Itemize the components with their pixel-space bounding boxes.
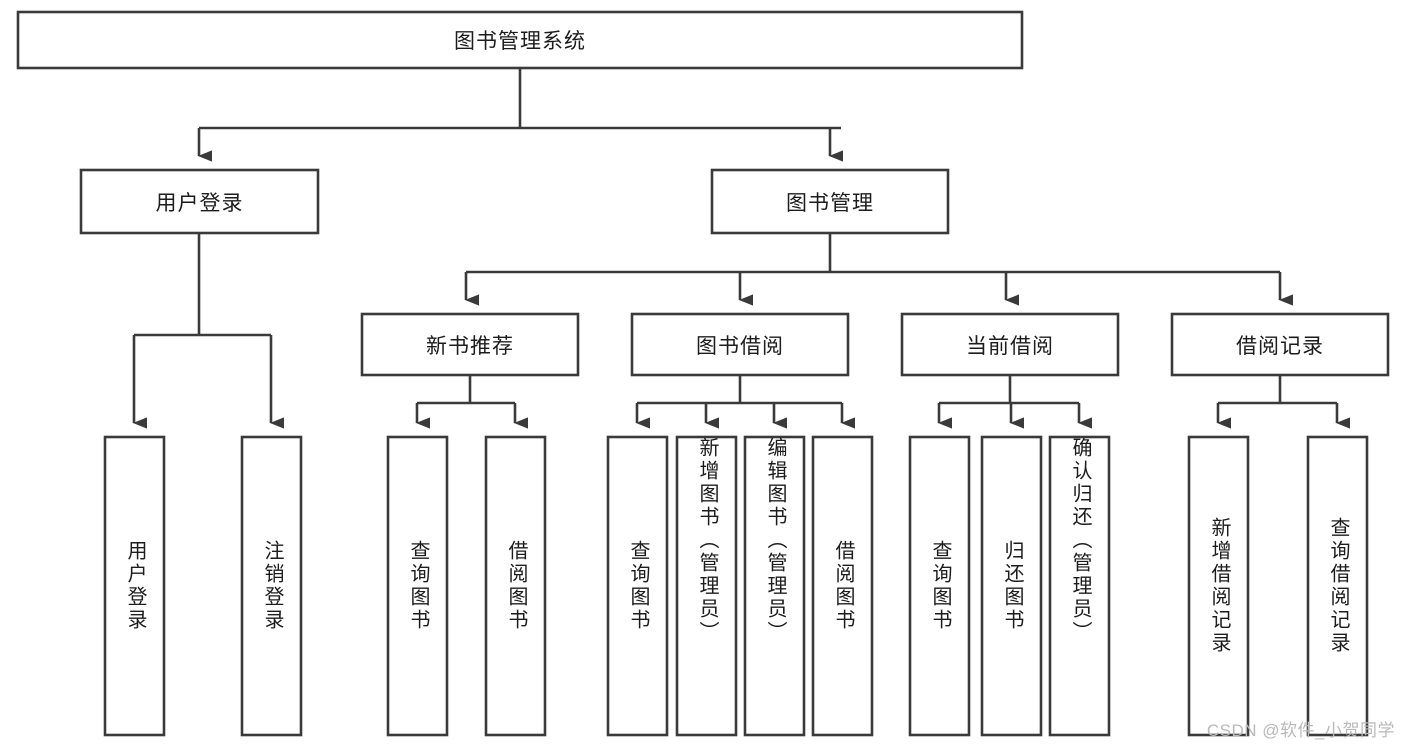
leaf-box[interactable] (606, 435, 669, 737)
leaf-box[interactable] (240, 435, 303, 737)
connector-group-book-borrow (635, 375, 855, 429)
connector-group-user-login (132, 233, 284, 429)
leaf-box[interactable] (811, 435, 874, 737)
node-borrow-record[interactable] (1170, 312, 1390, 377)
connector-group-current-borrow (937, 375, 1092, 429)
node-root[interactable] (16, 10, 1024, 70)
node-user-login[interactable] (79, 168, 320, 235)
leaf-box[interactable] (980, 435, 1043, 737)
leaf-box[interactable] (908, 435, 971, 737)
node-book-management[interactable] (710, 168, 950, 235)
leaf-box[interactable] (103, 435, 166, 737)
connector-group-new-book (415, 375, 528, 429)
leaf-box[interactable] (1187, 435, 1250, 737)
leaf-box[interactable] (675, 435, 738, 737)
connector-group-root (197, 68, 843, 162)
node-new-book-recommend[interactable] (360, 312, 580, 377)
node-book-borrow[interactable] (630, 312, 850, 377)
connector-group-book-management (464, 233, 1293, 306)
leaf-box[interactable] (1048, 435, 1111, 737)
leaf-box[interactable] (743, 435, 806, 737)
leaf-box[interactable] (484, 435, 547, 737)
leaf-box[interactable] (1306, 435, 1369, 737)
node-current-borrow[interactable] (900, 312, 1120, 377)
connector-group-borrow-record (1216, 375, 1350, 429)
leaf-box[interactable] (386, 435, 449, 737)
